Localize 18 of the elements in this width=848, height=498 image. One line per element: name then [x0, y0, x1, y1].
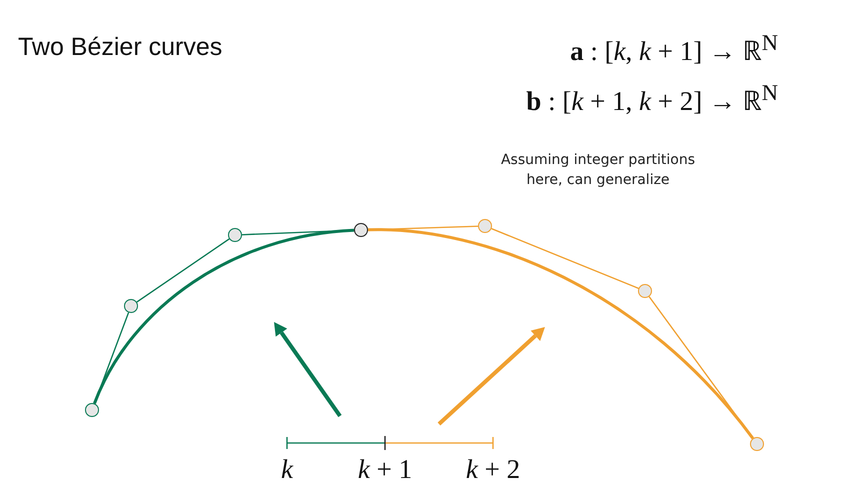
- bezier-curve: [93, 228, 354, 404]
- function-formula: a : [k, k + 1] → ℝ$^{N}$: [570, 30, 778, 68]
- function-formula: b : [k + 1, k + 2] → ℝ$^{N}$: [526, 80, 778, 118]
- control-polygon-line: [491, 228, 639, 289]
- control-polygon-line: [136, 238, 230, 303]
- bezier-curve: [368, 228, 754, 440]
- control-point: [124, 299, 138, 313]
- note: Assuming integer partitions here, can generalize: [500, 151, 696, 190]
- title: Two Bézier curves: [18, 33, 222, 62]
- control-point: [85, 403, 99, 417]
- control-point: [750, 437, 764, 451]
- control-point: [638, 284, 652, 298]
- control-point: [354, 223, 368, 237]
- axis-tick-label: k + 1: [358, 454, 412, 485]
- axis-tick-label: k: [281, 454, 293, 485]
- axis-tick-label: k + 2: [466, 454, 520, 485]
- control-point: [478, 219, 492, 233]
- control-point: [228, 228, 242, 242]
